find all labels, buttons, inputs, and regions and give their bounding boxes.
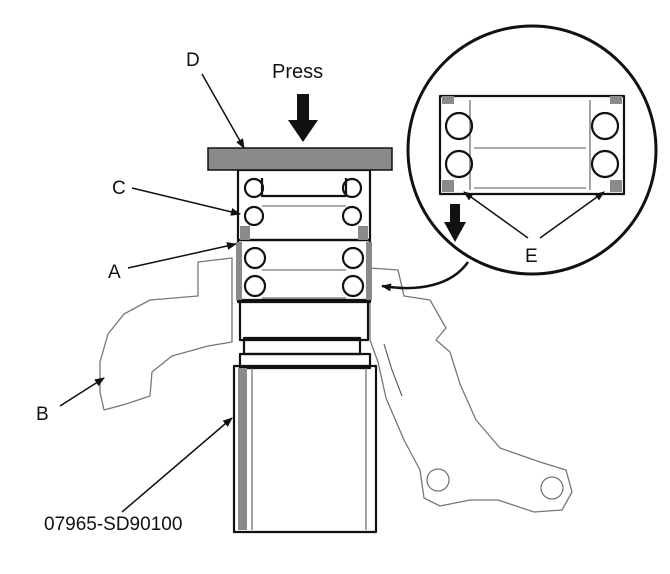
detail-connector	[381, 261, 470, 292]
label-press: Press	[272, 61, 323, 83]
press-plate	[207, 147, 393, 171]
press-arrow-icon	[288, 94, 318, 142]
leader-e-right	[539, 191, 605, 239]
label-d: D	[186, 50, 200, 71]
label-b: B	[36, 404, 49, 425]
leader-d	[201, 73, 245, 149]
old-bearing	[236, 168, 372, 242]
hub-housing	[238, 298, 370, 356]
label-tool: 07965-SD90100	[44, 514, 182, 535]
installer-tool	[232, 352, 378, 534]
leader-tool	[121, 417, 233, 513]
leader-c	[131, 187, 241, 216]
label-a: A	[108, 262, 121, 283]
label-c: C	[112, 178, 126, 199]
leader-b	[59, 377, 105, 407]
new-bearing	[236, 238, 372, 304]
leader-e-left	[463, 191, 529, 239]
leader-a	[127, 242, 237, 269]
label-e: E	[525, 246, 538, 267]
steering-knuckle	[99, 257, 573, 513]
detail-view	[406, 24, 658, 276]
